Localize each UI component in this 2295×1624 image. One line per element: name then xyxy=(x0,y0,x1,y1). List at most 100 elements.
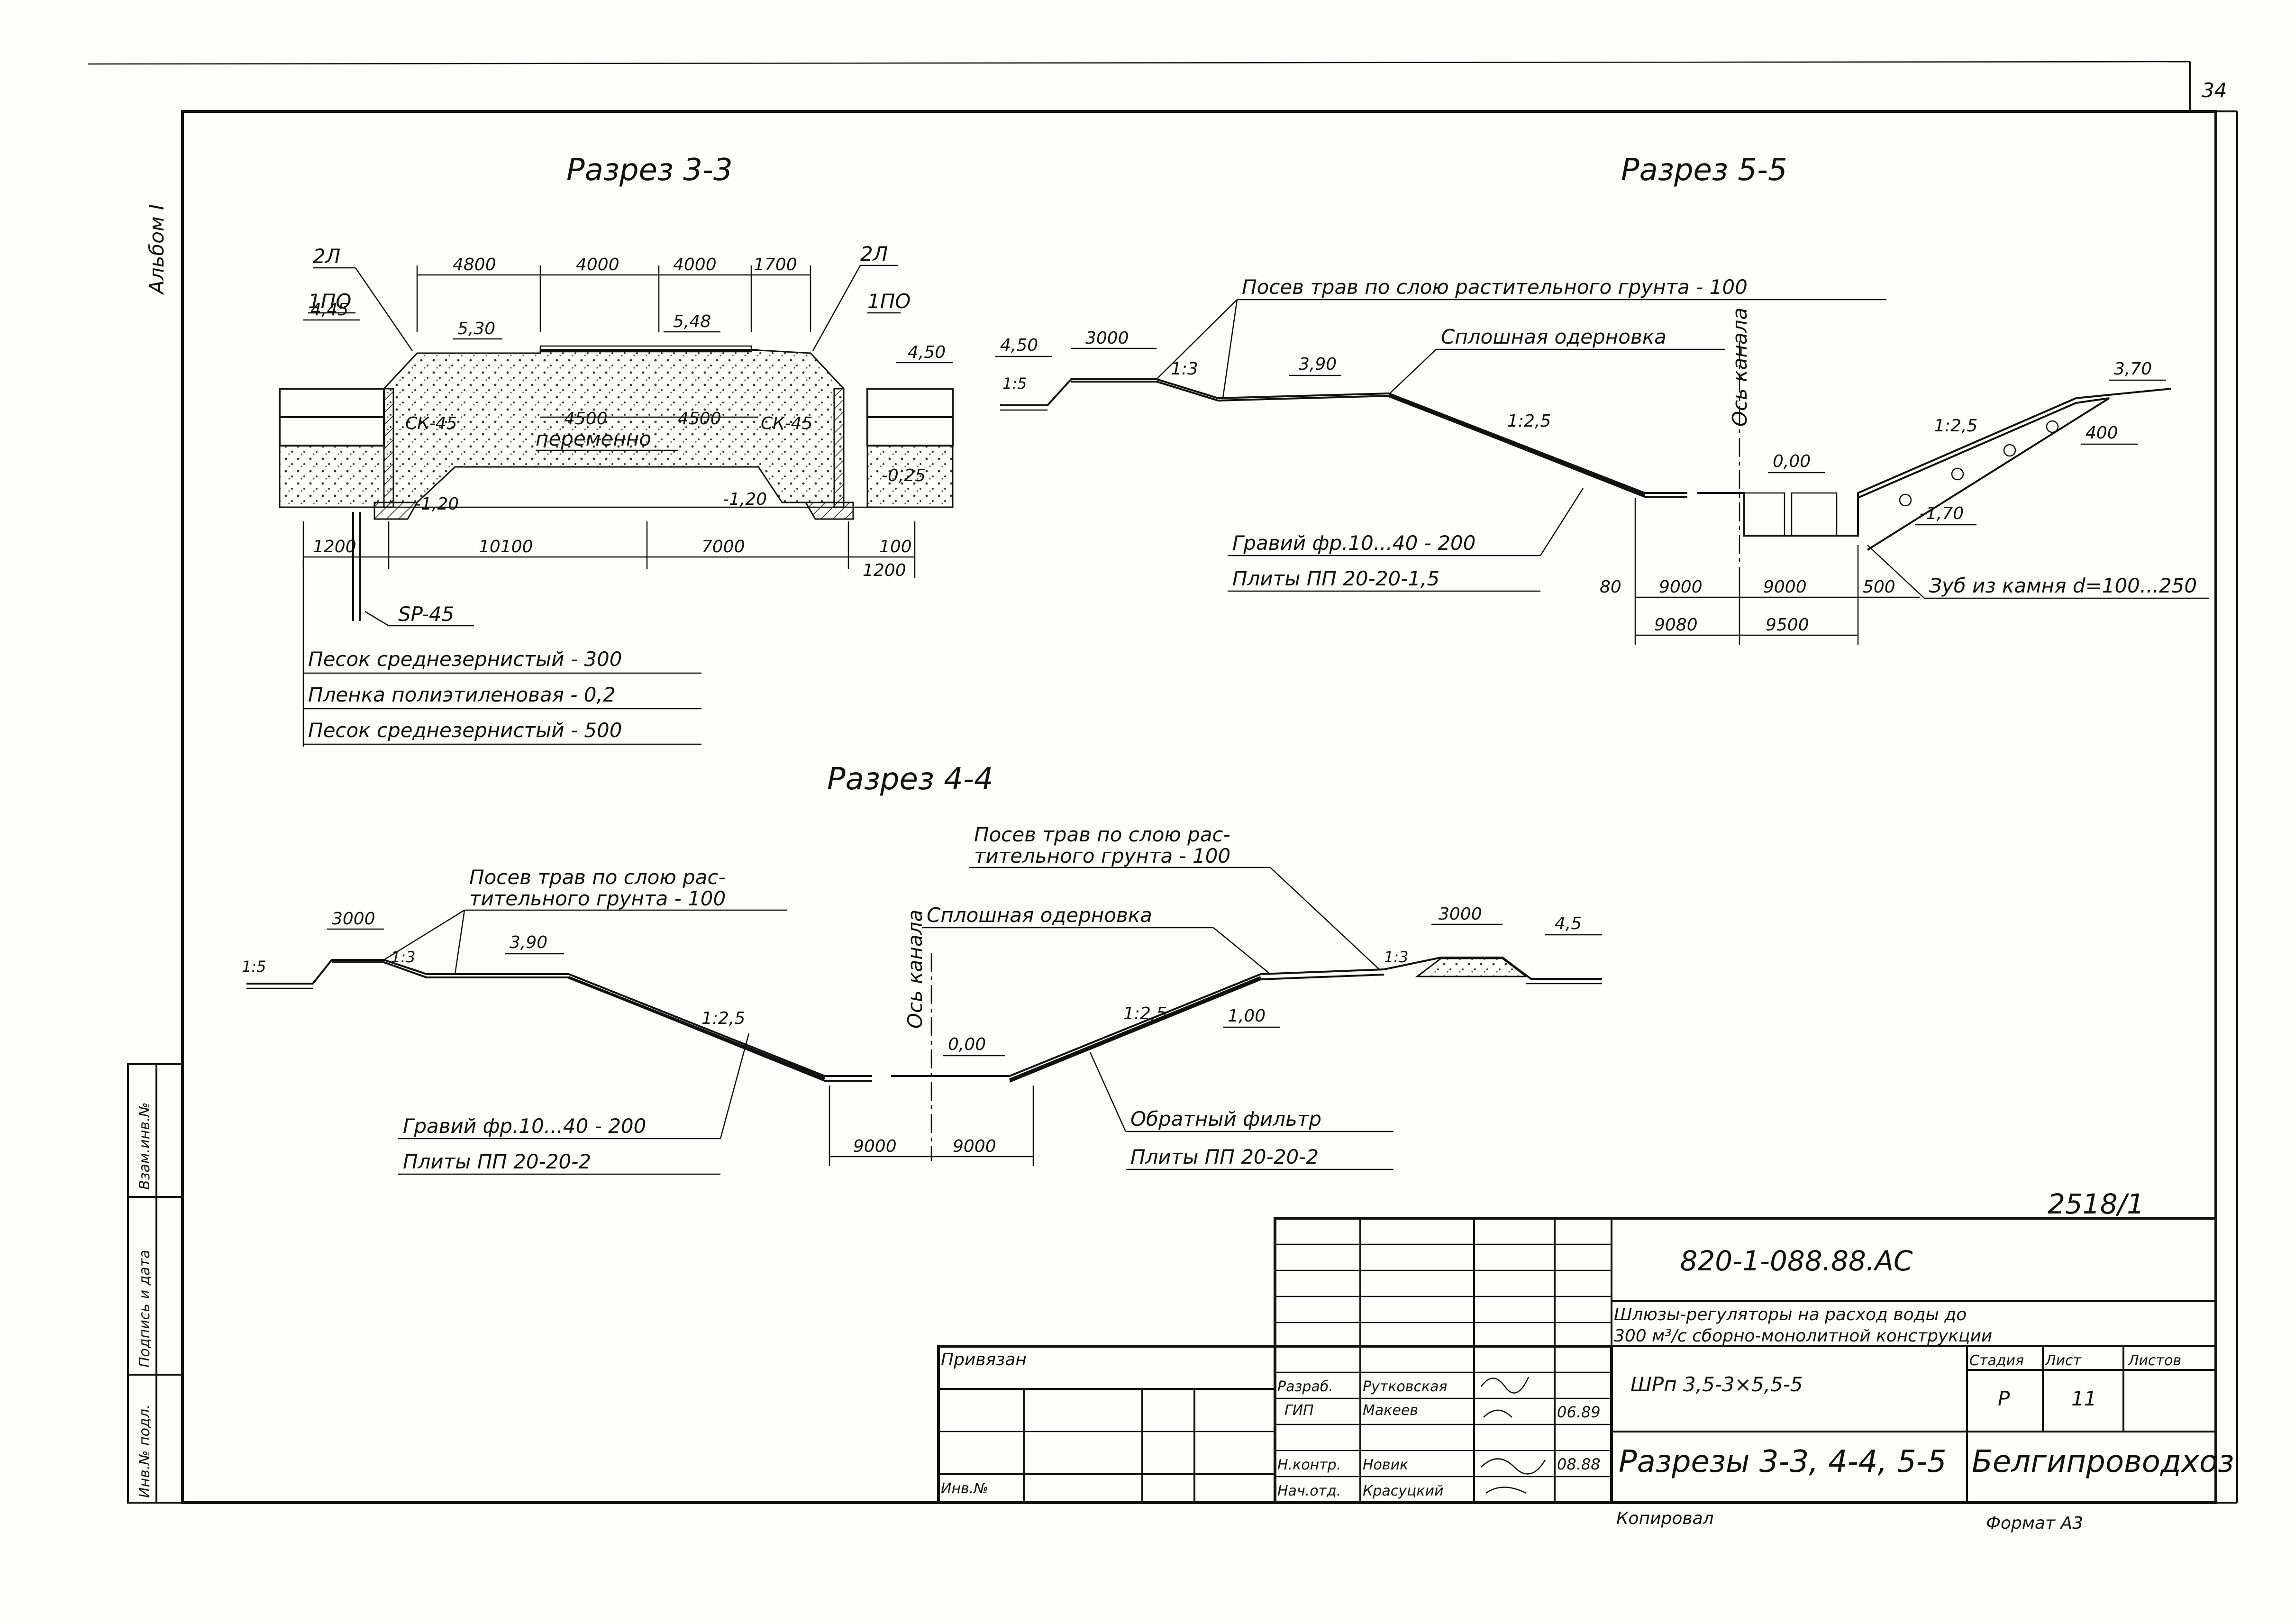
level-3-90: 3,90 xyxy=(1299,355,1337,374)
level-4-50: 4,50 xyxy=(1000,336,1038,355)
level-minus-1-70: -1,70 xyxy=(1920,504,1964,523)
stage-value: Р xyxy=(1998,1387,2010,1410)
role-developer: Разраб. xyxy=(1277,1378,1333,1395)
dim-1200-right: 1200 xyxy=(863,561,906,580)
dim-3000: 3000 xyxy=(1085,328,1129,348)
slope-1-5: 1:5 xyxy=(1002,374,1027,392)
section-4-4-title: Разрез 4-4 xyxy=(827,762,993,797)
inv-label: Инв.№ xyxy=(941,1480,988,1497)
object-code: ШРп 3,5-3×5,5-5 xyxy=(1630,1373,1803,1396)
title-block: 2518/1 Привязан Инв.№ Разраб. xyxy=(937,1188,2234,1533)
slope-1-2-5-right: 1:2,5 xyxy=(1123,1004,1167,1023)
dim-9000-a: 9000 xyxy=(853,1137,897,1156)
dim-9000-b: 9000 xyxy=(953,1137,996,1156)
name-gip: Макеев xyxy=(1363,1402,1418,1419)
format-label: Формат А3 xyxy=(1986,1514,2083,1533)
dim-80: 80 xyxy=(1600,577,1621,597)
level-minus-0-25: -0,25 xyxy=(882,466,926,485)
copied-label: Копировал xyxy=(1616,1509,1714,1528)
axis-label: Ось канала xyxy=(1728,308,1751,427)
album-label: Альбом I xyxy=(145,204,168,295)
section-3-3-title: Разрез 3-3 xyxy=(566,153,733,188)
dim-9000-a: 9000 xyxy=(1659,577,1703,597)
layer-sand-300: Песок среднезернистый - 300 xyxy=(308,648,622,671)
dim-1200-left: 1200 xyxy=(313,537,356,557)
role-dept-head: Нач.отд. xyxy=(1277,1483,1341,1499)
signature-dept-head xyxy=(1485,1487,1527,1494)
dim-4000-a: 4000 xyxy=(576,255,619,274)
sod-callout: Сплошная одерновка xyxy=(1441,325,1667,348)
grass-left-line1: Посев трав по слою рас- xyxy=(469,866,726,889)
level-3-70: 3,70 xyxy=(2114,359,2152,379)
dim-9000-b: 9000 xyxy=(1763,577,1807,597)
plates-right-label: Плиты ПП 20-20-2 xyxy=(1130,1145,1319,1168)
sod-callout-4-4: Сплошная одерновка xyxy=(927,903,1152,927)
name-developer: Рутковская xyxy=(1363,1378,1448,1395)
dim-7000: 7000 xyxy=(701,537,745,557)
gravel-label-4-4: Гравий фр.10...40 - 200 xyxy=(403,1114,646,1138)
level-minus-1-20-left: -1,20 xyxy=(415,494,459,514)
level-5-48: 5,48 xyxy=(673,312,711,331)
section-3-3: Разрез 3-3 4800 4000 4000 1700 4500 4500 xyxy=(279,153,954,747)
callout-2l-right: 2Л xyxy=(860,242,888,265)
plates-label: Плиты ПП 20-20-1,5 xyxy=(1232,567,1439,590)
label-sk45-left: СК-45 xyxy=(405,414,457,433)
sheet-header: Лист xyxy=(2045,1352,2082,1369)
section-5-5-title: Разрез 5-5 xyxy=(1621,153,1787,188)
level-0-00: 0,00 xyxy=(1773,452,1811,471)
drawing-title: Разрезы 3-3, 4-4, 5-5 xyxy=(1619,1444,1947,1479)
level-0-00: 0,00 xyxy=(948,1035,986,1054)
sheet-frame: 34 Альбом I xyxy=(87,61,2238,1504)
name-norm-control: Новик xyxy=(1363,1457,1408,1473)
dim-100: 100 xyxy=(879,537,912,557)
slope-1-2-5-left: 1:2,5 xyxy=(1507,411,1551,431)
bound-label: Привязан xyxy=(941,1350,1027,1369)
date-gip: 06.89 xyxy=(1557,1403,1601,1421)
level-4-50: 4,50 xyxy=(908,343,946,362)
slope-1-3: 1:3 xyxy=(1171,359,1198,379)
tooth-label: Зуб из камня d=100...250 xyxy=(1929,574,2197,597)
filter-label: Обратный фильтр xyxy=(1130,1107,1321,1131)
grass-left-line2: тительного грунта - 100 xyxy=(469,887,726,910)
grass-right-line1: Посев трав по слою рас- xyxy=(974,823,1230,846)
dim-4500-b: 4500 xyxy=(678,409,721,429)
gravel-label: Гравий фр.10...40 - 200 xyxy=(1232,531,1475,555)
project-line2: 300 м³/с сборно-монолитной конструкции xyxy=(1614,1326,1992,1346)
label-variable: переменно xyxy=(536,427,651,450)
doc-code: 820-1-088.88.АС xyxy=(1680,1245,1913,1277)
dim-4800: 4800 xyxy=(453,255,496,274)
dim-3000-right: 3000 xyxy=(1439,904,1482,924)
inv-podl-label: Инв.№ подл. xyxy=(137,1405,153,1498)
plates-left-label: Плиты ПП 20-20-2 xyxy=(403,1150,591,1173)
dim-3000-left: 3000 xyxy=(332,909,375,929)
section-4-4: Разрез 4-4 Ось канала Посев трав по слою… xyxy=(242,762,1602,1175)
callout-1po-left: 1ПО xyxy=(308,290,351,313)
slope-1-5: 1:5 xyxy=(242,958,266,976)
dim-1700: 1700 xyxy=(754,255,797,274)
date-norm-control: 08.88 xyxy=(1557,1455,1601,1473)
sheet-value: 11 xyxy=(2071,1387,2096,1410)
signature-gip xyxy=(1483,1409,1512,1418)
project-line1: Шлюзы-регуляторы на расход воды до xyxy=(1614,1305,1967,1324)
section-5-5: Разрез 5-5 Посев трав по слою растительн… xyxy=(995,153,2209,645)
label-sk45-right: СК-45 xyxy=(761,414,813,433)
role-norm-control: Н.контр. xyxy=(1277,1457,1341,1473)
organization: Белгипроводхоз xyxy=(1972,1444,2234,1479)
stage-header: Стадия xyxy=(1969,1352,2024,1369)
level-1-00: 1,00 xyxy=(1228,1006,1266,1026)
slope-1-2-5-left: 1:2,5 xyxy=(701,1009,745,1028)
dim-9500: 9500 xyxy=(1766,615,1809,635)
dim-400: 400 xyxy=(2086,423,2118,443)
dim-4500-a: 4500 xyxy=(564,409,608,429)
slope-1-3-right: 1:3 xyxy=(1384,948,1409,966)
role-gip: ГИП xyxy=(1284,1402,1314,1419)
slope-1-3-left: 1:3 xyxy=(391,948,416,966)
grass-right-line2: тительного грунта - 100 xyxy=(974,844,1230,867)
dim-10100: 10100 xyxy=(479,537,533,557)
signature-developer xyxy=(1480,1377,1530,1394)
level-5-30: 5,30 xyxy=(457,319,495,338)
axis-label-4-4: Ось канала xyxy=(903,910,927,1029)
dim-4000-b: 4000 xyxy=(673,255,717,274)
level-4-45: 4,45 xyxy=(310,300,348,319)
